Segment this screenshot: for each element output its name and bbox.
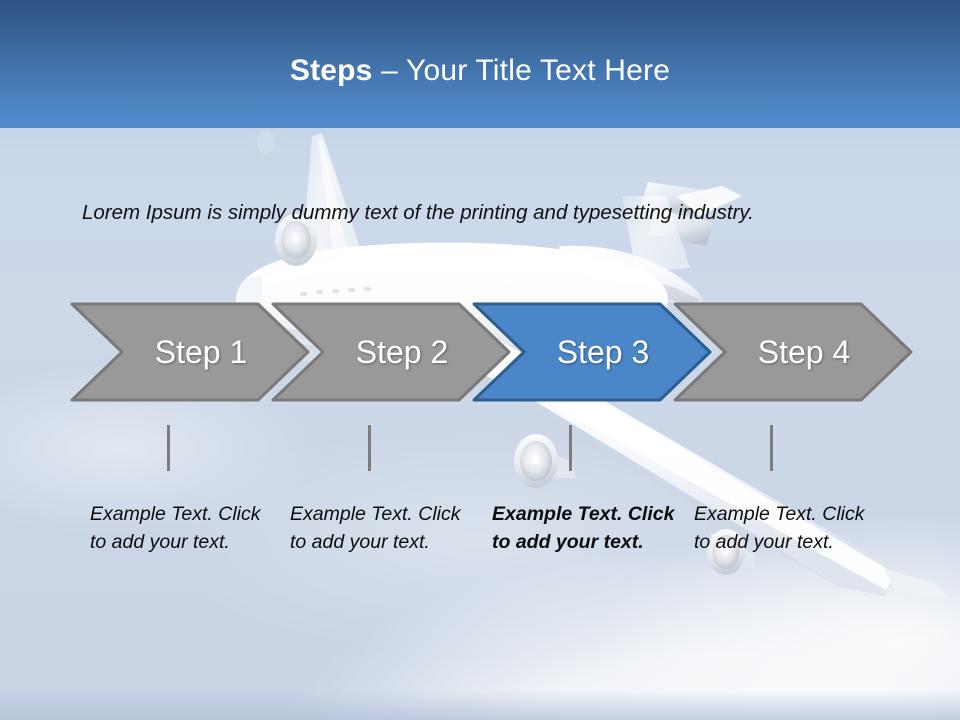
caption-1[interactable]: Example Text. Click to add your text. (90, 503, 261, 553)
caption-3[interactable]: Example Text. Click to add your text. (492, 503, 675, 553)
process-step-4[interactable]: Step 4 (673, 302, 913, 402)
page-title-dash: – (372, 54, 406, 87)
caption-4[interactable]: Example Text. Click to add your text. (694, 503, 865, 553)
connector-tick-4 (770, 425, 773, 471)
connector-tick-3 (569, 425, 572, 471)
page-title: Steps – Your Title Text Here (0, 52, 960, 90)
body-paragraph: Lorem Ipsum is simply dummy text of the … (82, 201, 754, 224)
title-band (0, 0, 960, 128)
page-title-bold: Steps (289, 54, 373, 87)
connector-tick-1 (167, 425, 170, 471)
cloud-bottom-band (0, 690, 960, 720)
connector-tick-2 (368, 425, 371, 471)
page-title-rest: Your Title Text Here (405, 54, 671, 87)
process-chevron-row: Step 1 Step 2 Step 3 Step 4 (70, 302, 913, 402)
caption-2[interactable]: Example Text. Click to add your text. (290, 503, 461, 553)
